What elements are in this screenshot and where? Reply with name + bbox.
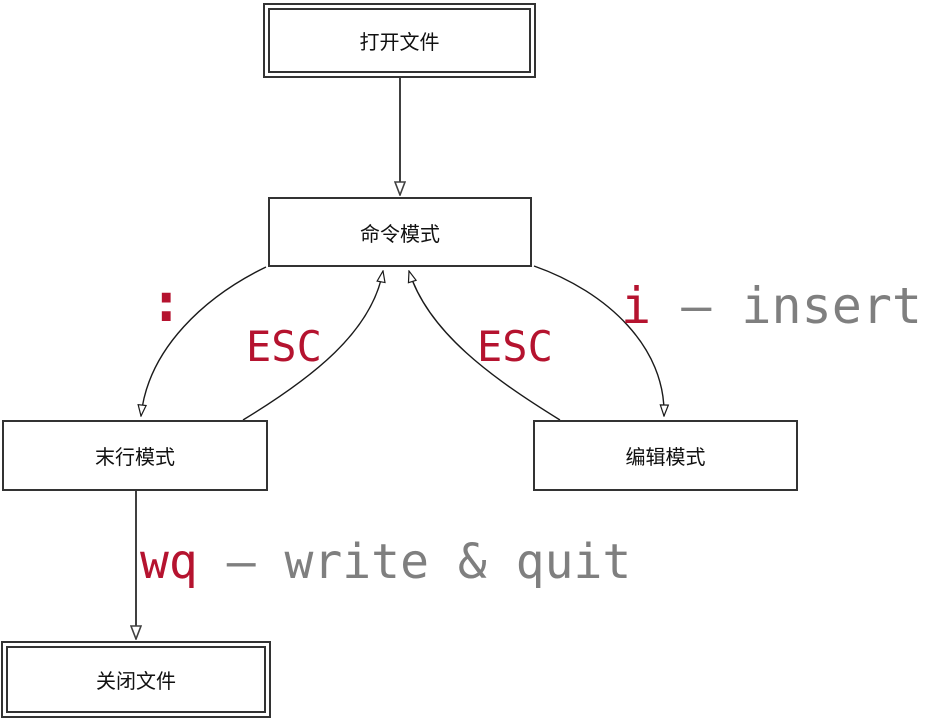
wq-desc-text: — write & quit bbox=[226, 534, 632, 590]
node-edit-mode: 编辑模式 bbox=[533, 420, 798, 491]
edge-label-esc-from-edit: ESC bbox=[477, 322, 553, 371]
edge-label-wq: wq— write & quit bbox=[140, 538, 631, 586]
insert-desc-text: — insert bbox=[681, 277, 923, 335]
node-command-mode: 命令模式 bbox=[268, 197, 532, 267]
node-last-line-mode-label: 末行模式 bbox=[95, 445, 175, 469]
edge-label-colon-key: : bbox=[150, 271, 183, 334]
node-close-file-label: 关闭文件 bbox=[96, 669, 176, 693]
edge-label-insert: i— insert bbox=[621, 281, 922, 331]
node-last-line-mode: 末行模式 bbox=[2, 420, 268, 491]
node-open-file: 打开文件 bbox=[263, 3, 536, 78]
node-open-file-label: 打开文件 bbox=[359, 30, 440, 54]
insert-key-text: i bbox=[621, 277, 652, 335]
node-close-file: 关闭文件 bbox=[1, 641, 271, 718]
edge-label-esc-from-lastline: ESC bbox=[246, 322, 322, 371]
node-edit-mode-label: 编辑模式 bbox=[625, 445, 706, 469]
node-open-file-inner-border: 打开文件 bbox=[268, 8, 531, 73]
node-close-file-inner-border: 关闭文件 bbox=[6, 646, 266, 713]
node-command-mode-label: 命令模式 bbox=[360, 221, 440, 246]
wq-key-text: wq bbox=[140, 534, 198, 590]
